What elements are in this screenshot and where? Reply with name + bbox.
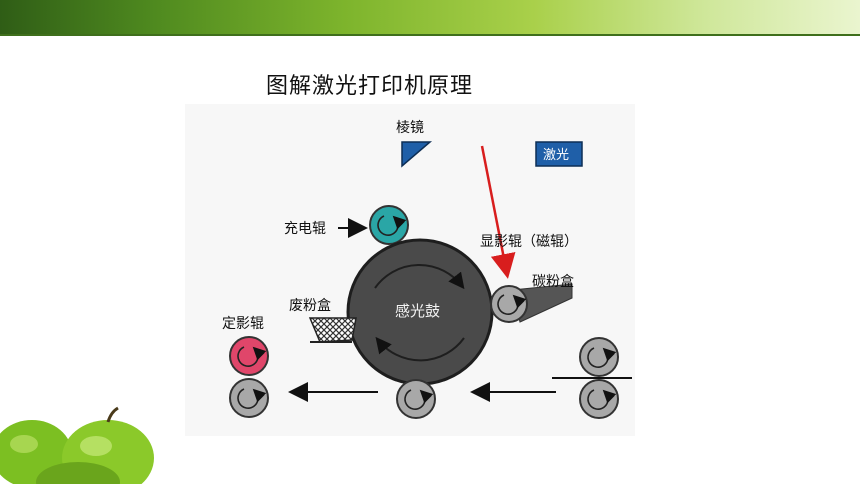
apples-decoration	[0, 406, 154, 484]
laser-source	[535, 141, 583, 167]
developer-roller	[490, 285, 528, 323]
fuser-roller-label: 定影辊	[222, 316, 264, 332]
page-title: 图解激光打印机原理	[266, 74, 474, 99]
waste-toner-box	[308, 317, 357, 343]
charge-roller	[369, 205, 409, 245]
prism	[401, 141, 433, 168]
drum-label: 感光鼓	[395, 302, 440, 320]
fuser-roller-bottom	[229, 378, 269, 418]
waste-box-label: 废粉盒	[289, 297, 331, 314]
transfer-roller	[396, 379, 436, 419]
feed-roller-top	[579, 337, 619, 377]
header-divider	[0, 34, 860, 36]
laser-beam	[480, 145, 516, 279]
prism-label: 棱镜	[396, 120, 424, 136]
developer-roller-label: 显影辊（磁辊）	[480, 234, 578, 250]
feed-roller-bottom	[579, 379, 619, 419]
laser-label: 激光	[543, 148, 569, 163]
charge-roller-label: 充电辊	[284, 221, 326, 237]
fuser-roller-top	[229, 336, 269, 376]
toner-box-label: 碳粉盒	[532, 273, 574, 290]
header-banner	[0, 0, 860, 34]
